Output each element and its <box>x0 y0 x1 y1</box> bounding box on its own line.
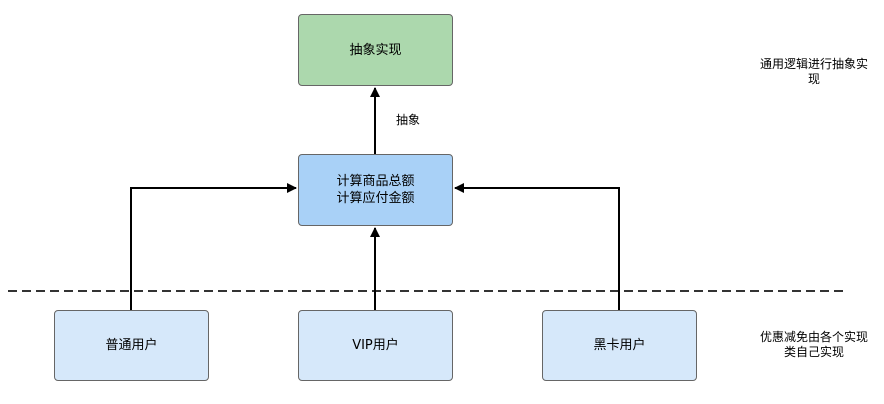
note-common-logic-line1: 通用逻辑进行抽象实 <box>759 57 868 71</box>
node-abstract-implementation[interactable]: 抽象实现 <box>298 14 453 86</box>
note-common-logic-line2: 现 <box>807 72 820 86</box>
node-calculate[interactable]: 计算商品总额 计算应付金额 <box>298 154 453 226</box>
node-calculate-line2: 计算应付金额 <box>336 191 415 206</box>
note-discount-impl: 优惠减免由各个实现 类自己实现 <box>748 330 880 360</box>
node-black-card-user-label: 黑卡用户 <box>593 338 646 353</box>
node-black-card-user[interactable]: 黑卡用户 <box>542 310 697 381</box>
node-abstract-implementation-label: 抽象实现 <box>349 42 402 58</box>
arrow-black-card-to-calc <box>454 183 620 310</box>
node-vip-user[interactable]: VIP用户 <box>298 310 453 381</box>
note-discount-impl-line2: 类自己实现 <box>783 345 844 359</box>
node-normal-user[interactable]: 普通用户 <box>54 310 209 381</box>
node-vip-user-label: VIP用户 <box>352 338 399 353</box>
arrow-normal-to-calc <box>130 183 297 310</box>
node-calculate-line1: 计算商品总额 <box>336 174 415 189</box>
edge-label-abstract: 抽象 <box>396 113 421 127</box>
note-discount-impl-line1: 优惠减免由各个实现 <box>759 330 868 344</box>
node-normal-user-label: 普通用户 <box>105 338 158 353</box>
note-common-logic: 通用逻辑进行抽象实 现 <box>748 57 880 87</box>
